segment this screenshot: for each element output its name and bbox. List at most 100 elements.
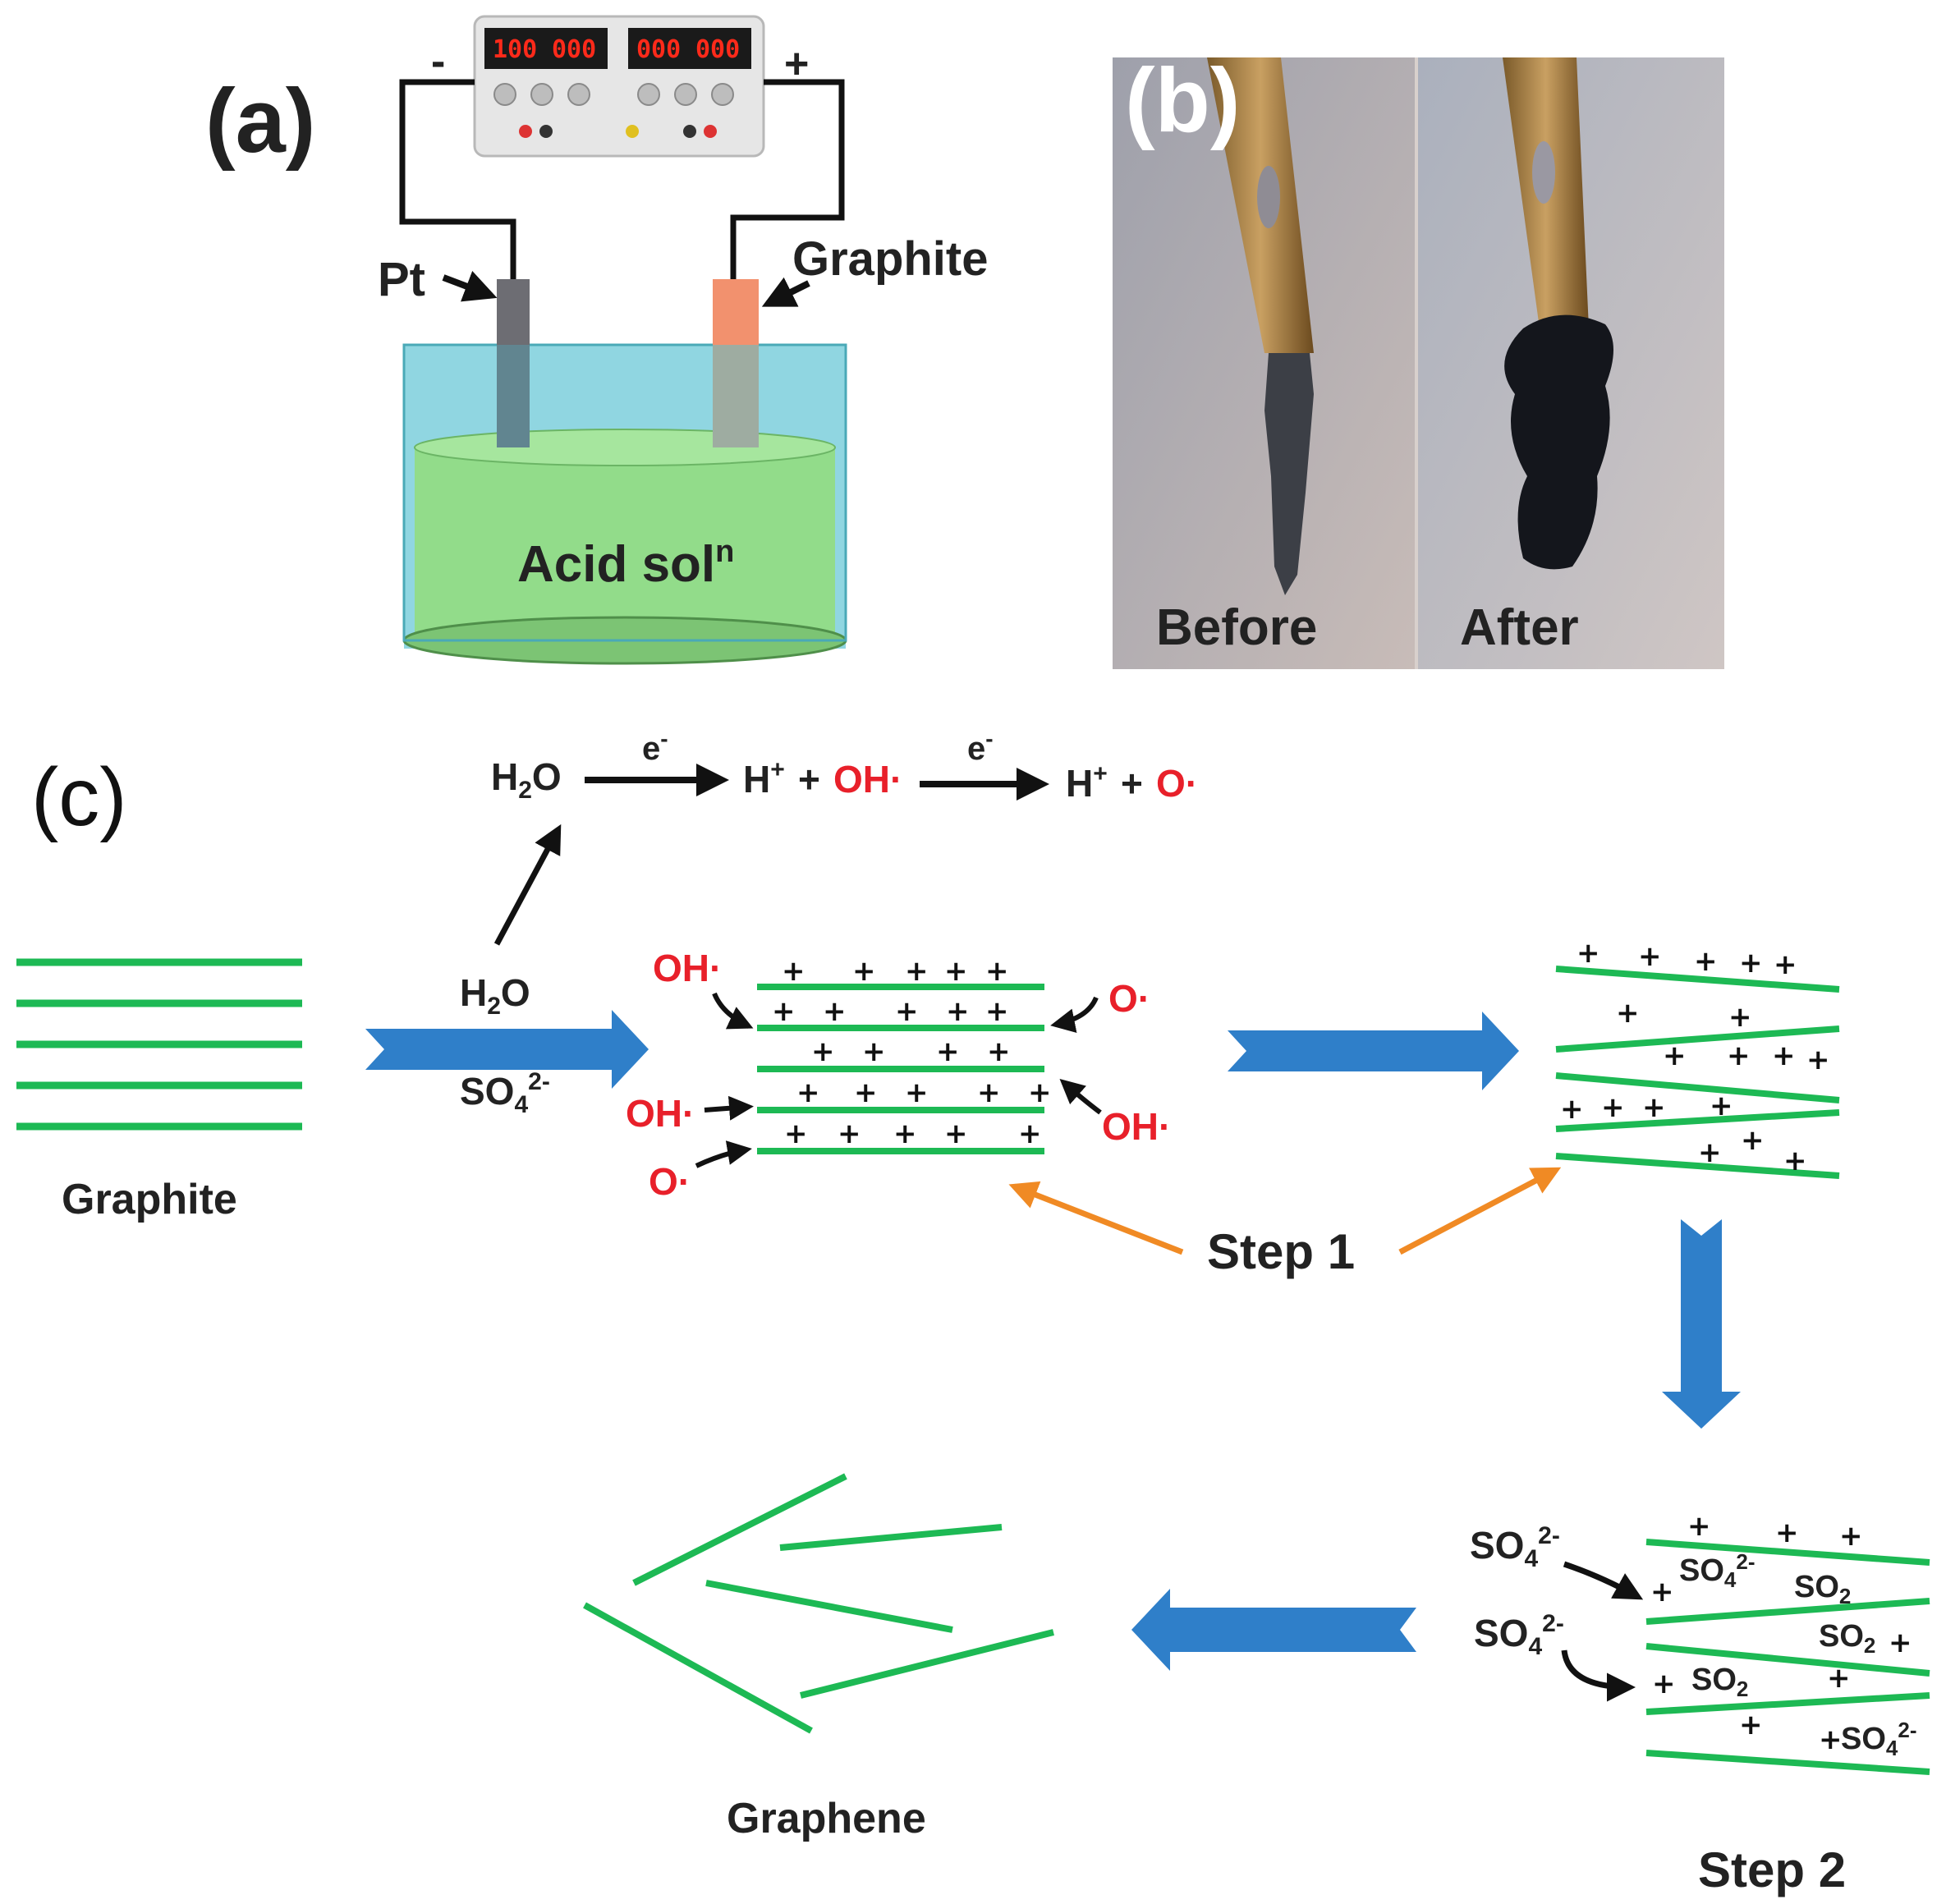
after-label: After	[1460, 599, 1579, 656]
svg-text:+: +	[852, 955, 876, 988]
svg-text:+: +	[1772, 1039, 1796, 1072]
plus-sign: +	[784, 40, 809, 88]
o-radical-product: O·	[1156, 762, 1198, 805]
input-h2o: H2O	[460, 971, 530, 1020]
display-right	[628, 28, 751, 69]
panel-c-label: (c)	[31, 751, 127, 843]
wire-negative	[399, 79, 516, 279]
graphite-foil-before	[1264, 353, 1314, 595]
plus-o: +	[1121, 762, 1143, 805]
svg-text:+: +	[862, 1035, 886, 1068]
svg-text:+: +	[893, 1117, 917, 1150]
svg-text:+: +	[1616, 997, 1640, 1030]
svg-text:+: +	[811, 1035, 835, 1068]
svg-text:+: +	[1739, 947, 1763, 980]
pt-pointer-arrow	[442, 270, 498, 302]
step1-arrow-right	[1398, 1167, 1562, 1255]
svg-text:+: +	[1560, 1093, 1584, 1126]
svg-text:+: +	[796, 1076, 820, 1109]
panel-a: (a) 100 000 000 000 - +	[205, 15, 989, 665]
svg-text:+: +	[1727, 1039, 1751, 1072]
supply-knobs	[493, 83, 734, 106]
svg-text:+: +	[905, 955, 929, 988]
beaker	[402, 343, 847, 665]
panel-c: (c) H2O e- H+ + OH· e- H+ + O· Graphite	[16, 726, 1930, 1897]
process-arrow-2	[1228, 1012, 1519, 1090]
reaction-h2o: H2O	[491, 755, 562, 804]
step1-arrow-left	[1008, 1181, 1184, 1255]
display-left	[484, 28, 608, 69]
so4-in-layer-1: SO42-	[1679, 1549, 1756, 1592]
svg-text:+: +	[946, 995, 970, 1028]
graphite-caption: Graphite	[62, 1176, 237, 1223]
process-arrow-down	[1662, 1219, 1741, 1429]
so4-in-layer-4: SO42-	[1841, 1718, 1917, 1760]
graphite-label: Graphite	[792, 232, 989, 286]
h2o-up-arrow	[493, 824, 562, 946]
power-supply: 100 000 000 000	[473, 15, 765, 158]
intercalated-charges: + + + + + + + + + + + + + + + + + + + + …	[772, 955, 1052, 1150]
so2-in-layer-2: SO2	[1819, 1619, 1875, 1658]
oh-radical-product: OH·	[833, 758, 902, 801]
display-2: 000	[552, 35, 596, 64]
oh-radical-left-top: OH·	[653, 947, 722, 989]
reaction-equation: H2O e- H+ + OH· e- H+ + O·	[491, 726, 1198, 805]
hplus-1: H+	[743, 756, 785, 801]
svg-text:+: +	[1710, 1090, 1733, 1122]
minus-sign: -	[431, 38, 445, 85]
svg-text:+: +	[1774, 948, 1797, 981]
svg-text:+: +	[1601, 1091, 1625, 1124]
svg-text:+: +	[1839, 1520, 1863, 1553]
svg-text:+: +	[784, 1117, 808, 1150]
step2-charges: + + + + + + + +	[1650, 1510, 1912, 1741]
display-3: 000	[636, 35, 681, 64]
svg-text:+: +	[1739, 1709, 1763, 1741]
svg-text:+: +	[854, 1076, 878, 1109]
svg-text:+: +	[823, 995, 847, 1028]
wire-positive	[730, 79, 845, 279]
svg-text:+: +	[1687, 1510, 1711, 1543]
expanded-charges: + + + + + + + + + + + + + + + + + +	[1560, 937, 1830, 1177]
exfoliated-graphite-after	[1504, 314, 1613, 570]
svg-text:+: +	[987, 1035, 1011, 1068]
before-label: Before	[1156, 599, 1317, 656]
hplus-2: H+	[1066, 760, 1108, 805]
svg-text:+: +	[1663, 1039, 1687, 1072]
svg-text:+: +	[1652, 1668, 1676, 1700]
graphene-sheets	[583, 1473, 1054, 1734]
panel-b-label: (b)	[1125, 50, 1240, 151]
svg-text:+: +	[1698, 1136, 1722, 1169]
svg-text:+: +	[905, 1076, 929, 1109]
expanded-layers	[1555, 966, 1840, 1179]
svg-text:+: +	[1728, 1001, 1752, 1034]
svg-text:+: +	[1577, 937, 1600, 970]
svg-text:+: +	[1642, 1091, 1666, 1124]
svg-text:+: +	[1775, 1516, 1799, 1549]
oh-radical-right-bottom: OH·	[1102, 1105, 1171, 1148]
svg-text:+: +	[944, 1117, 968, 1150]
so4-incoming-top: SO42-	[1470, 1522, 1560, 1572]
svg-text:+: +	[977, 1076, 1001, 1109]
so2-in-layer-3: SO2	[1691, 1663, 1748, 1701]
svg-text:+: +	[838, 1117, 861, 1150]
svg-text:+: +	[1694, 945, 1718, 978]
svg-text:+: +	[1638, 940, 1662, 973]
svg-text:+: +	[895, 995, 919, 1028]
oh-radical-left-mid: OH·	[626, 1092, 695, 1135]
so4-incoming-bottom: SO42-	[1474, 1610, 1564, 1660]
step2-layers	[1645, 1539, 1930, 1775]
graphene-caption: Graphene	[727, 1795, 926, 1842]
step1-label: Step 1	[1207, 1224, 1355, 1279]
svg-text:+: +	[936, 1035, 960, 1068]
graphite-layers	[16, 958, 302, 1131]
process-arrow-1	[365, 1010, 649, 1089]
svg-text:+: +	[1783, 1145, 1807, 1177]
display-1: 100	[493, 35, 537, 64]
panel-b: (b) Before After	[1113, 50, 1724, 669]
supply-terminals	[519, 125, 717, 138]
process-arrow-left	[1131, 1589, 1416, 1671]
so2-in-layer-1: SO2	[1794, 1570, 1851, 1608]
electron-1: e-	[642, 726, 668, 767]
step2-plus-so4: +	[1819, 1723, 1843, 1756]
